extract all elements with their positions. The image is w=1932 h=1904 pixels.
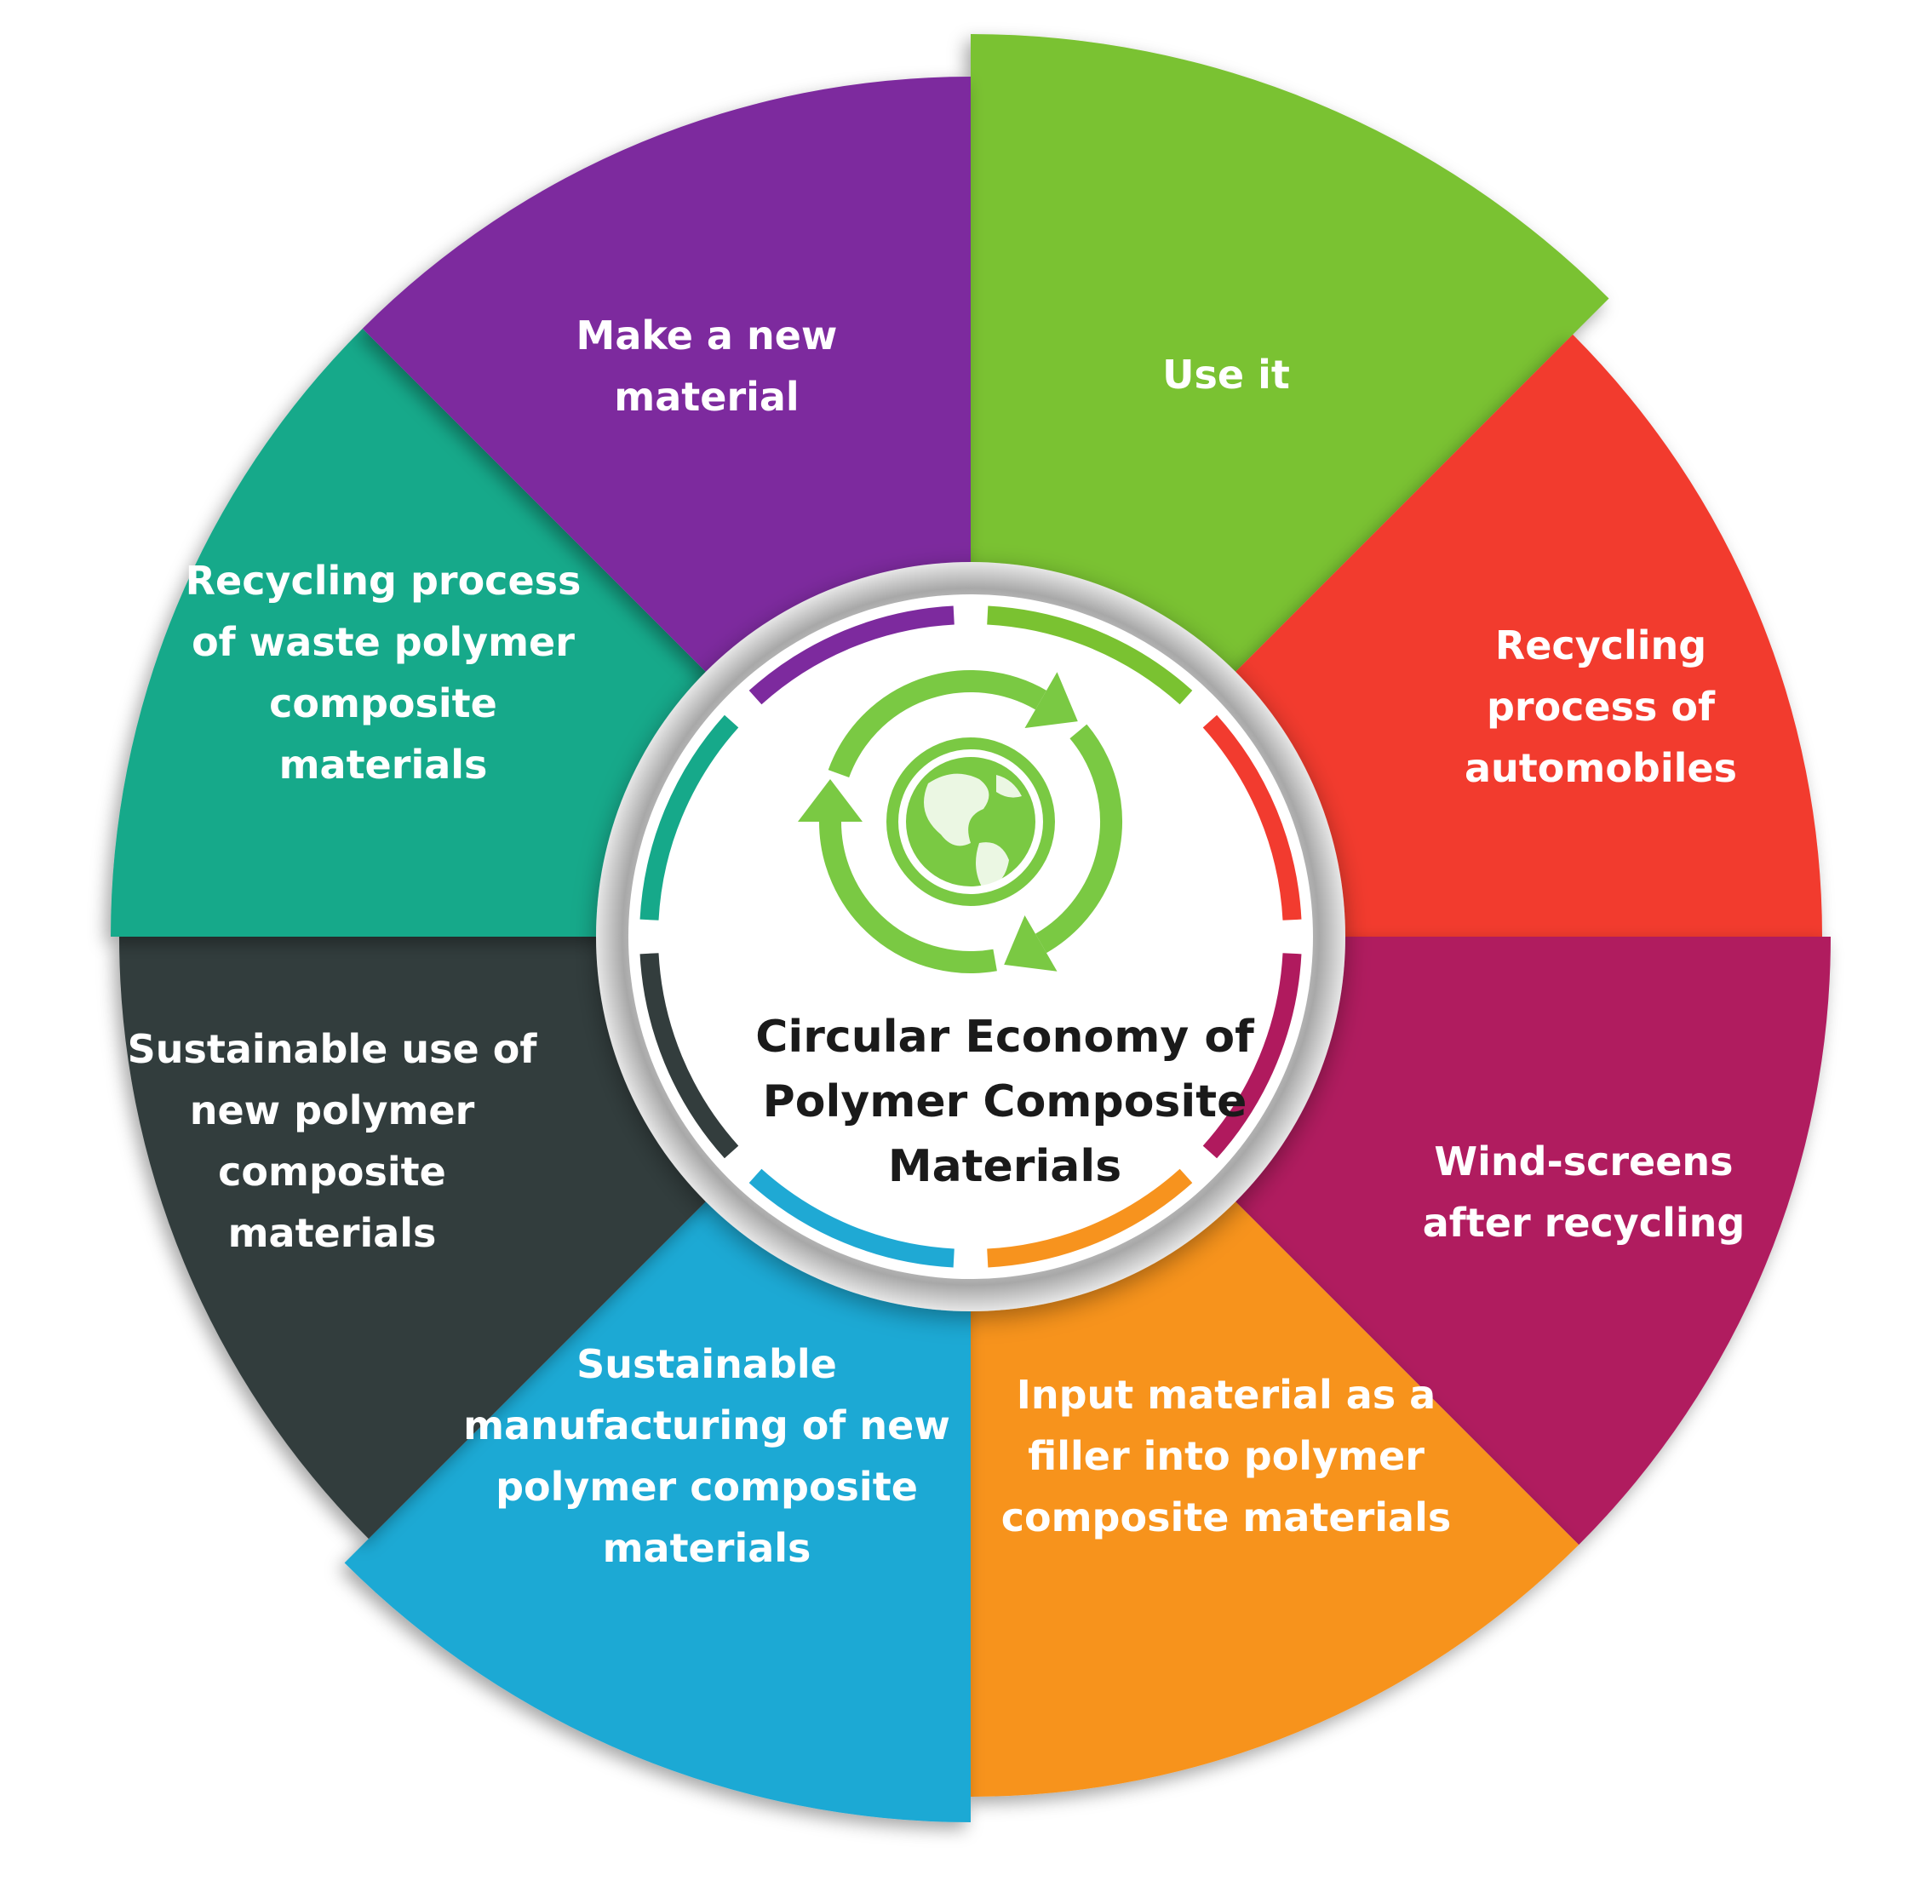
petal-label-line: materials — [603, 1525, 811, 1571]
recycle-arrowhead-icon — [1024, 672, 1078, 729]
petal-label-recycling-waste: Recycling process of waste polymer composi… — [186, 558, 582, 788]
center-title-line: Materials — [888, 1141, 1121, 1192]
petal-label-line: composite materials — [1001, 1494, 1451, 1540]
petal-label-wind-screens: Wind-screens after recycling — [1423, 1138, 1746, 1246]
petal-label-line: filler into polymer — [1028, 1433, 1425, 1479]
petal-label-line: Input material as a — [1017, 1372, 1436, 1418]
petal-label-recycling-automobiles: Recycling process of automobiles — [1465, 622, 1737, 791]
petal-label-line: material — [614, 374, 799, 420]
petal-label-line: automobiles — [1465, 745, 1737, 791]
petal-make-new-material — [971, 34, 1609, 685]
petal-label-line: Wind-screens — [1434, 1138, 1733, 1184]
globe-recycle-icon — [798, 670, 1122, 973]
petal-label-line: after recycling — [1423, 1200, 1746, 1246]
petal-label-sustainable-use: Sustainable use of new polymer composite ma… — [128, 1026, 538, 1256]
recycle-arrow-icon — [819, 821, 997, 973]
hub-arc-sustainable-use — [639, 714, 739, 920]
center-title-line: Polymer Composite — [763, 1076, 1247, 1127]
hub-arc-sustainable-manufacturing — [639, 953, 739, 1159]
hub-arc-wind-screens — [987, 1168, 1193, 1268]
petal-label-line: Use it — [1162, 352, 1290, 398]
petal-label-line: Recycling — [1495, 622, 1706, 668]
petal-label-line: process of — [1487, 684, 1716, 730]
petal-label-line: Recycling process — [186, 558, 582, 604]
recycle-arrowhead-icon — [798, 779, 863, 822]
continents-icon — [924, 773, 1022, 890]
petal-label-line: polymer composite — [496, 1464, 918, 1510]
petal-label-line: Sustainable — [576, 1341, 837, 1387]
hub-face — [628, 594, 1313, 1279]
center-title-line: Circular Economy of — [755, 1012, 1255, 1063]
recycle-arrowhead-icon — [1004, 915, 1058, 972]
petal-input-filler — [344, 1189, 971, 1822]
petal-label-use-it: Use it — [1162, 352, 1290, 398]
recycle-arrow-icon — [828, 670, 1046, 778]
petal-label-line: manufacturing of new — [463, 1402, 950, 1448]
petal-recycling-automobiles — [1223, 937, 1831, 1546]
petal-sustainable-manufacturing — [119, 937, 719, 1540]
petal-labels-group: Make a new material Use it Recycling process… — [128, 313, 1746, 1571]
petal-label-line: composite — [218, 1149, 446, 1195]
petal-sustainable-use — [111, 328, 719, 937]
petal-label-line: materials — [228, 1210, 437, 1256]
hub-arc-make-new-material — [987, 605, 1193, 705]
recycle-arrow-icon — [1035, 724, 1122, 954]
hub-arc-input-filler — [748, 1168, 955, 1268]
petal-wind-screens — [971, 1189, 1579, 1797]
hub-arc-recycling-waste — [748, 605, 955, 705]
petal-label-make-new-material: Make a new material — [576, 313, 838, 420]
petal-recycling-waste — [362, 77, 971, 685]
hub-color-arcs — [639, 605, 1302, 1268]
petals-group — [111, 34, 1831, 1822]
hub-arc-recycling-automobiles — [1202, 953, 1302, 1159]
petal-label-line: Sustainable use of — [128, 1026, 538, 1072]
petal-label-line: of waste polymer — [192, 619, 575, 665]
petal-label-line: materials — [279, 742, 488, 788]
globe-outline-icon — [886, 737, 1055, 906]
petal-label-input-filler: Input material as a filler into polymer co… — [1001, 1372, 1451, 1540]
petal-label-sustainable-manufacturing: Sustainable manufacturing of new polymer c… — [463, 1341, 950, 1571]
petal-label-line: Make a new — [576, 313, 838, 358]
petal-label-line: new polymer — [190, 1087, 475, 1133]
petal-label-line: composite — [269, 680, 497, 726]
petal-use-it — [1223, 334, 1822, 938]
hub-arc-use-it — [1202, 714, 1302, 920]
